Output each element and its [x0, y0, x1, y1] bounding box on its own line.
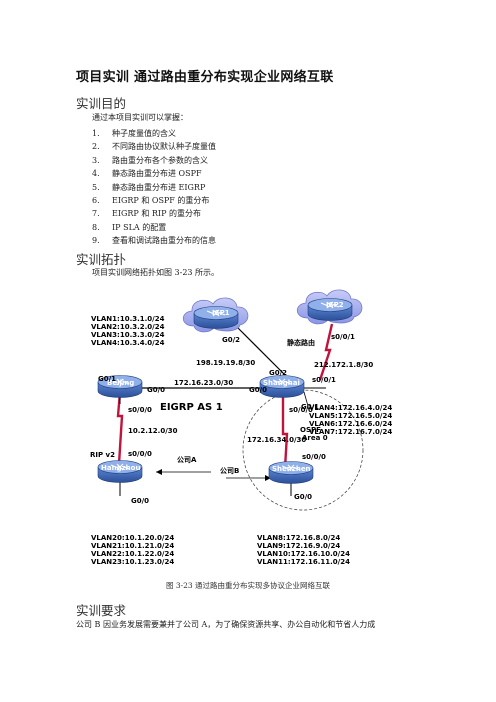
vlan-label: VLAN8:172.16.8.0/24: [257, 534, 340, 542]
objective-text: 不同路由协议默认种子度量值: [112, 142, 216, 152]
vlan-label: VLAN6:172.16.6.0/24: [309, 420, 392, 428]
link-isp2-shanghai: [318, 323, 334, 381]
objective-number: 4.: [92, 169, 100, 179]
vlan-label: VLAN4:10.3.4.0/24: [91, 339, 165, 347]
isp1-label: ISP1: [212, 309, 230, 317]
if-label: G0/0: [249, 386, 267, 394]
area-label: Area 0: [302, 434, 328, 442]
if-label: G0/1: [301, 403, 319, 411]
objective-text: 静态路由重分布进 EIGRP: [112, 182, 206, 192]
shenzhen-label: Shenzhen: [272, 465, 311, 473]
link-beijing-hangzhou: [116, 391, 124, 465]
if-label: G0/0: [147, 386, 165, 394]
figure-caption: 图 3-23 通过路由重分布实现多协议企业网络互联: [165, 581, 331, 590]
network-label: 10.2.12.0/30: [128, 427, 178, 435]
if-label: s0/0/1: [312, 376, 336, 384]
static-route-label: 静态路由: [287, 338, 315, 347]
if-label: G0/2: [269, 369, 287, 377]
objective-text: EIGRP 和 RIP 的重分布: [112, 209, 201, 219]
vlan-label: VLAN9:172.16.9.0/24: [257, 542, 340, 550]
objective-item: 7. EIGRP 和 RIP 的重分布: [92, 207, 216, 220]
objectives-list: 1. 种子度量值的含义 2. 不同路由协议默认种子度量值 3. 路由重分布各个参数的含义 4…: [92, 127, 216, 248]
vlan-label: VLAN20:10.1.20.0/24: [91, 534, 174, 542]
page-title: 项目实训 通过路由重分布实现企业网络互联: [76, 70, 334, 85]
if-label: s0/0/0: [128, 406, 152, 414]
section-heading-objectives: 实训目的: [76, 96, 127, 111]
vlan-label: VLAN23:10.1.23.0/24: [91, 558, 174, 566]
vlan-label: VLAN5:172.16.5.0/24: [309, 412, 392, 420]
section-heading-topology: 实训拓扑: [76, 252, 127, 267]
network-label: 172.16.23.0/30: [174, 379, 233, 387]
vlan-label: VLAN7:172.16.7.0/24: [309, 428, 392, 436]
isp2-label: ISP2: [326, 301, 344, 309]
if-label: s0/0/1: [331, 333, 355, 341]
objective-item: 3. 路由重分布各个参数的含义: [92, 154, 216, 167]
objective-item: 8. IP SLA 的配置: [92, 221, 216, 234]
if-label: G0/2: [222, 336, 240, 344]
link-isp1-shanghai: [234, 324, 285, 375]
network-label: 172.16.34.0/30: [247, 436, 306, 444]
beijing-label: Beijing: [107, 379, 134, 387]
objective-text: 路由重分布各个参数的含义: [112, 155, 208, 165]
objective-item: 9. 查看和调试路由重分布的信息: [92, 234, 216, 247]
shanghai-label: Shanghai: [263, 379, 300, 387]
objective-number: 8.: [92, 222, 100, 232]
if-label: G0/0: [131, 497, 149, 505]
objective-number: 2.: [92, 142, 100, 152]
eigrp-label: EIGRP AS 1: [160, 402, 223, 413]
objective-number: 7.: [92, 209, 100, 219]
if-label: G0/1: [98, 375, 116, 383]
objective-text: 静态路由重分布进 OSPF: [112, 169, 202, 179]
vlan-label: VLAN2:10.3.2.0/24: [91, 323, 165, 331]
objective-number: 5.: [92, 182, 100, 192]
objective-item: 4. 静态路由重分布进 OSPF: [92, 167, 216, 180]
objective-item: 2. 不同路由协议默认种子度量值: [92, 140, 216, 153]
objective-item: 5. 静态路由重分布进 EIGRP: [92, 181, 216, 194]
rip-label: RIP v2: [90, 451, 115, 459]
topology-intro-text: 项目实训网络拓扑如图 3-23 所示。: [92, 268, 220, 277]
ospf-label: OSPF: [300, 426, 321, 434]
network-topology-diagram: ISP1 ISP2 Beijing Shanghai Hangzhou Shen…: [90, 289, 392, 566]
isp2-cloud: [296, 289, 363, 325]
network-label: 198.19.19.8/30: [196, 359, 255, 367]
network-label: 212.172.1.8/30: [314, 361, 373, 369]
if-label: s0/0/0: [128, 450, 152, 458]
isp1-cloud: [182, 297, 249, 333]
vlan-label: VLAN4:172.16.4.0/24: [309, 404, 392, 412]
requirements-text: 公司 B 因业务发展需要兼并了公司 A，为了确保资源共享、办公自动化和节省人力成: [76, 620, 376, 629]
objective-item: 6. EIGRP 和 OSPF 的重分布: [92, 194, 216, 207]
objective-text: EIGRP 和 OSPF 的重分布: [112, 195, 210, 205]
vlan-label: VLAN21:10.1.21.0/24: [91, 542, 174, 550]
objective-number: 9.: [92, 236, 100, 246]
vlan-label: VLAN22:10.1.22.0/24: [91, 550, 174, 558]
if-label: G0/0: [294, 493, 312, 501]
company-a-label: 公司A: [177, 456, 197, 464]
vlan-label: VLAN11:172.16.11.0/24: [257, 558, 350, 566]
intro-text: 通过本项目实训可以掌握：: [92, 113, 188, 122]
section-heading-requirements: 实训要求: [76, 603, 127, 618]
vlan-label: VLAN3:10.3.3.0/24: [91, 331, 165, 339]
objective-number: 1.: [92, 129, 100, 138]
objective-number: 3.: [92, 155, 100, 165]
objective-text: 种子度量值的含义: [112, 129, 176, 138]
if-label: s0/0/0: [289, 406, 313, 414]
objective-text: IP SLA 的配置: [112, 222, 167, 232]
vlan-label: VLAN1:10.3.1.0/24: [91, 315, 165, 323]
objective-item: 1. 种子度量值的含义: [92, 127, 216, 140]
objective-number: 6.: [92, 195, 100, 205]
if-label: s0/0/0: [302, 453, 326, 461]
objective-text: 查看和调试路由重分布的信息: [112, 236, 216, 246]
hangzhou-label: Hangzhou: [101, 464, 140, 472]
company-b-label: 公司B: [220, 467, 239, 475]
vlan-label: VLAN10:172.16.10.0/24: [257, 550, 350, 558]
link-shanghai-shenzhen: [281, 392, 289, 469]
